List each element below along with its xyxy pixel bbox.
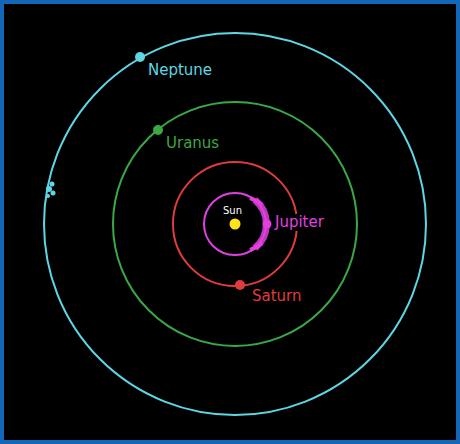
star-label: Sun [221, 205, 244, 216]
trojan-dot [46, 194, 50, 198]
jupiter-orbit [204, 193, 266, 255]
saturn-planet [235, 280, 245, 290]
trojan-dot [51, 191, 56, 196]
trojan-cluster [46, 182, 56, 199]
neptune-planet [135, 52, 145, 62]
sun-star [230, 219, 241, 230]
planet-label: Uranus [164, 135, 221, 152]
trojan-dot [46, 186, 52, 192]
trojan-dot [50, 182, 55, 187]
asteroid-crescent-tip [250, 243, 262, 250]
jupiter-planet [263, 220, 272, 229]
space-background [4, 4, 456, 440]
uranus-planet [153, 125, 163, 135]
uranus-orbit [113, 102, 357, 346]
neptune-orbit [44, 33, 426, 415]
asteroid-crescent-tip [250, 198, 262, 205]
planet-label: Jupiter [273, 214, 326, 231]
planet-label: Neptune [146, 62, 214, 79]
planet-label: Saturn [250, 288, 304, 305]
